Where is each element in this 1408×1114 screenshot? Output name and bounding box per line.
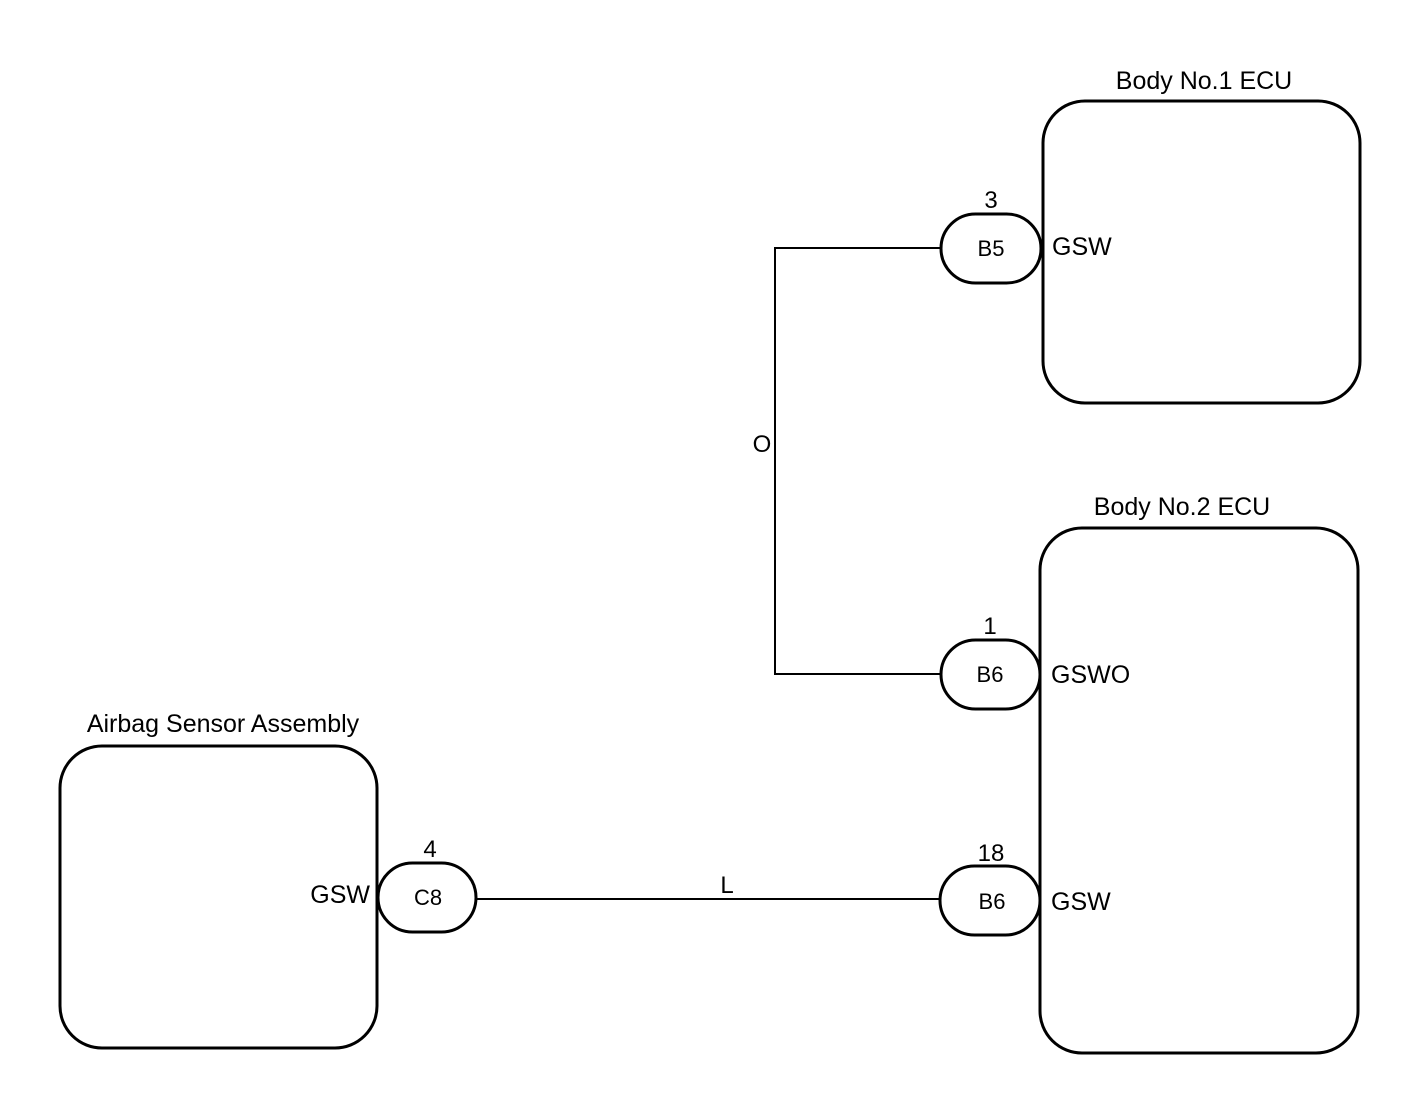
connector-b5: B5 3 — [939, 187, 1043, 285]
connector-c8-shape — [376, 861, 478, 934]
wire-label-o: O — [753, 431, 772, 458]
body-no1-ecu-pin-gsw: GSW — [1052, 233, 1112, 261]
wire-orange — [774, 247, 943, 675]
connector-b5-pin-number: 3 — [984, 187, 997, 214]
connector-b6-pin18-shape — [938, 864, 1042, 937]
body-no1-ecu: Body No.1 ECU GSW — [1041, 67, 1362, 405]
connector-b6-pin1-number: 1 — [983, 613, 996, 640]
body-no2-ecu-box — [1038, 526, 1360, 1055]
connector-b5-label: B5 — [978, 236, 1005, 261]
wire-label-l: L — [720, 872, 733, 899]
body-no2-ecu: Body No.2 ECU GSWO GSW — [1038, 493, 1360, 1055]
body-no2-ecu-pin-gswo: GSWO — [1051, 661, 1130, 689]
connector-b6-pin18-number: 18 — [978, 840, 1005, 867]
connector-b6-pin1-label: B6 — [977, 662, 1004, 687]
airbag-sensor-pin-gsw: GSW — [310, 881, 370, 909]
connector-b6-pin18-label: B6 — [979, 889, 1006, 914]
body-no1-ecu-title: Body No.1 ECU — [1116, 67, 1292, 95]
body-no2-ecu-title: Body No.2 ECU — [1094, 493, 1270, 521]
body-no2-ecu-pin-gsw: GSW — [1051, 888, 1111, 916]
connector-c8-label: C8 — [414, 885, 442, 910]
connector-c8: C8 4 — [376, 836, 478, 934]
airbag-sensor-title: Airbag Sensor Assembly — [87, 710, 360, 738]
connector-c8-pin-number: 4 — [423, 836, 436, 863]
connector-b6-pin18: B6 18 — [938, 840, 1042, 937]
connector-b6-pin1-shape — [939, 638, 1042, 711]
body-no1-ecu-box — [1041, 99, 1362, 405]
airbag-sensor-assembly: Airbag Sensor Assembly GSW — [58, 710, 379, 1050]
connector-b6-pin1: B6 1 — [939, 613, 1042, 711]
connector-b5-shape — [939, 212, 1043, 285]
